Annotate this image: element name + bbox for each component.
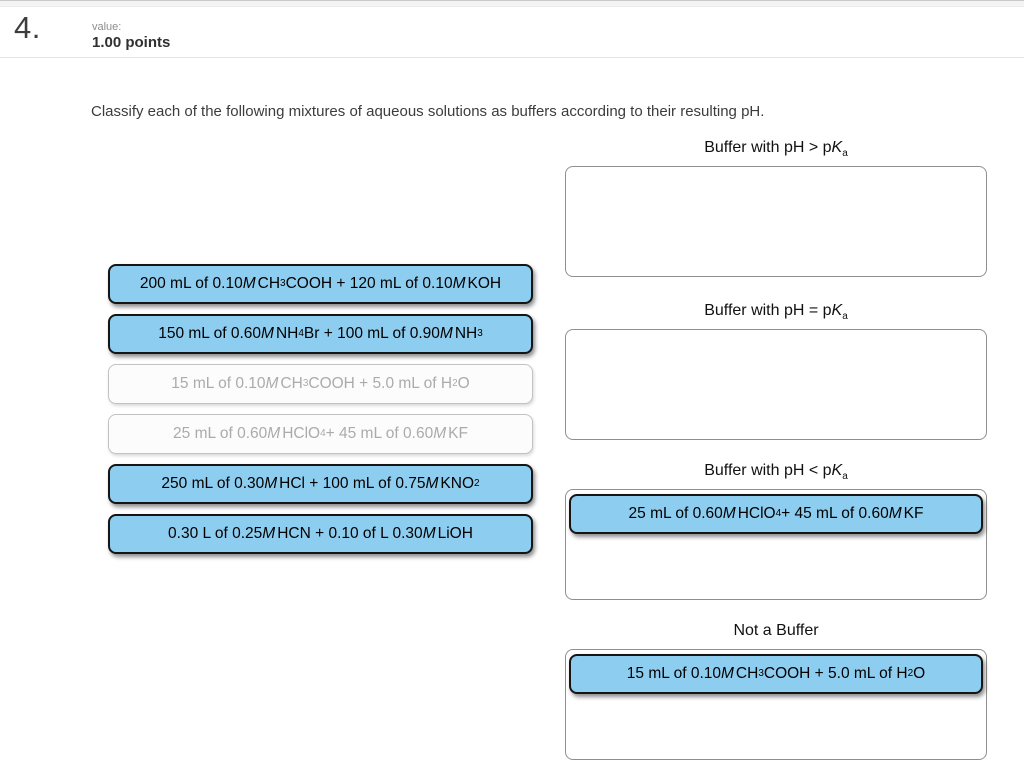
bin-ph-greater-pka: Buffer with pH > pKa	[565, 139, 987, 277]
points-value: 1.00 points	[92, 34, 171, 51]
value-label: value:	[92, 21, 122, 33]
bin-title: Buffer with pH < pKa	[704, 462, 848, 483]
drop-zone[interactable]	[565, 329, 987, 440]
header-divider	[0, 57, 1024, 58]
bin-title: Buffer with pH > pKa	[704, 139, 848, 160]
top-bar	[0, 0, 1024, 7]
question-prompt: Classify each of the following mixtures …	[91, 103, 765, 120]
bin-ph-equal-pka: Buffer with pH = pKa	[565, 302, 987, 440]
bin-title: Buffer with pH = pKa	[704, 302, 848, 323]
question-number: 4.	[14, 10, 41, 45]
drop-zone[interactable]	[565, 166, 987, 277]
bin-ph-less-pka: Buffer with pH < pKa 25 mL of 0.60 M HCl…	[565, 462, 987, 600]
choice-chip[interactable]: 0.30 L of 0.25 M HCN + 0.10 of L 0.30 M …	[108, 514, 533, 554]
choice-chip[interactable]: 250 mL of 0.30 M HCl + 100 mL of 0.75 M …	[108, 464, 533, 504]
bin-title: Not a Buffer	[733, 622, 819, 639]
